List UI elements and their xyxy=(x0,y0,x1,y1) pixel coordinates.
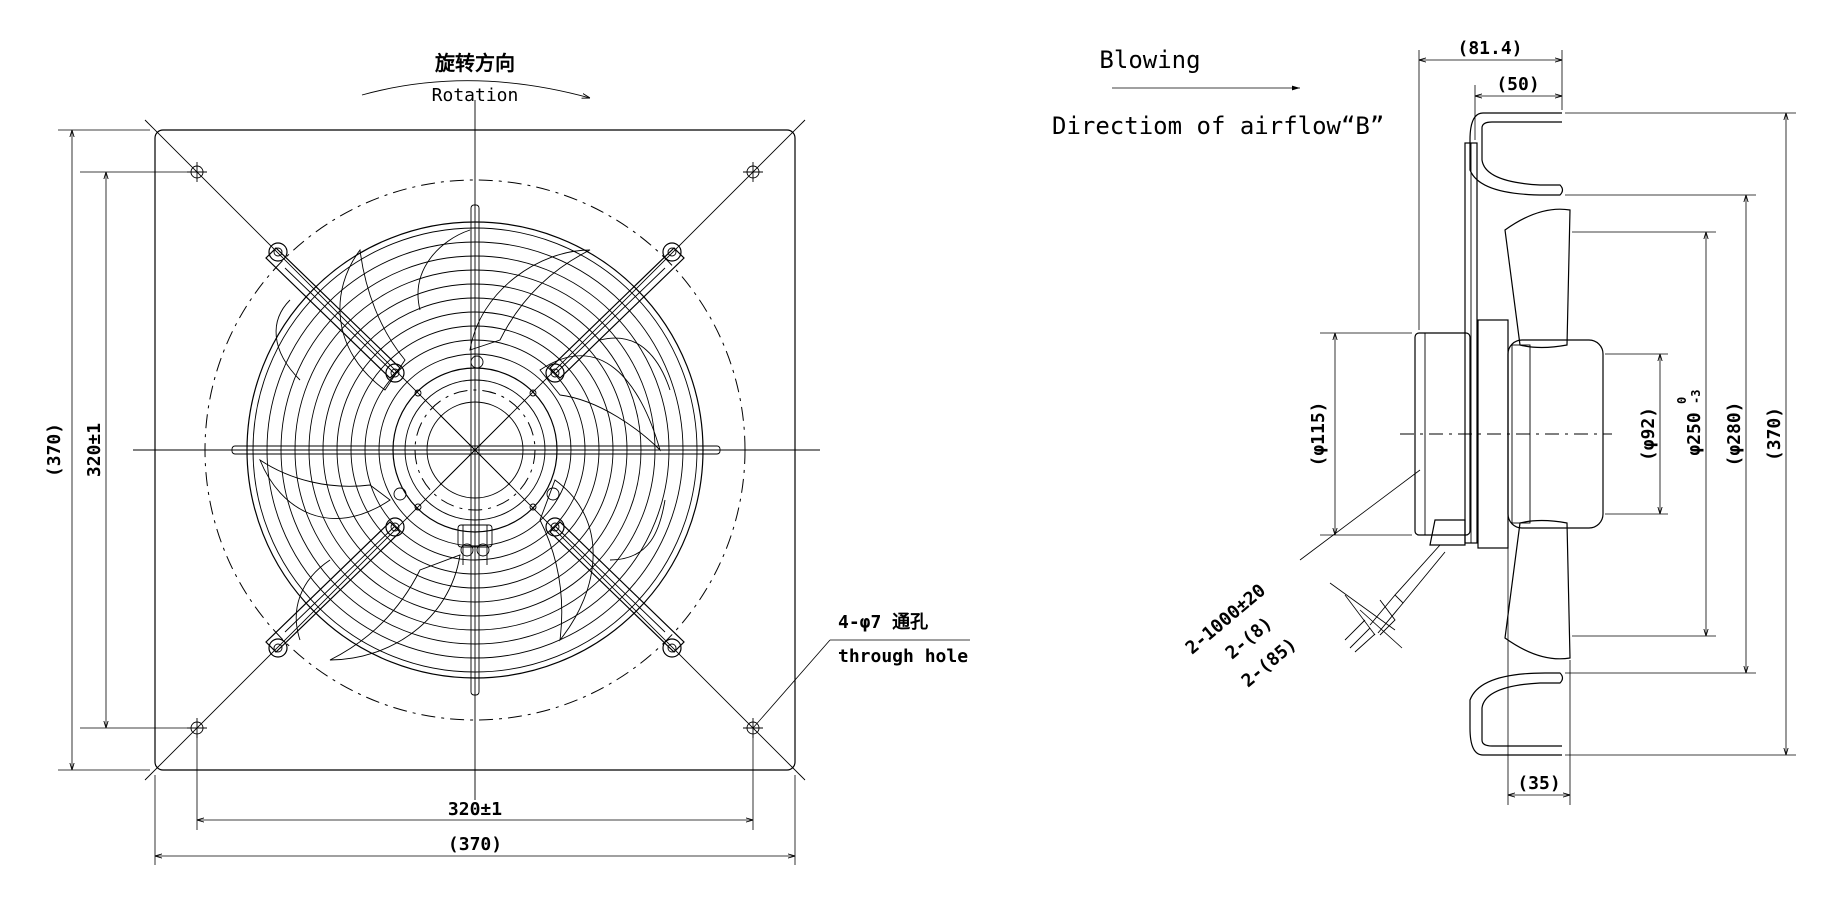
dim-370: (370) xyxy=(1764,407,1785,461)
motor-body xyxy=(1414,332,1471,536)
dim-depth-motor: (50) xyxy=(1496,74,1539,95)
blowing-label: Blowing xyxy=(1099,46,1200,74)
dim-outer-width: (370) xyxy=(448,834,502,855)
hole-note-1: 4-φ7 通孔 xyxy=(838,612,928,633)
guard-top xyxy=(1469,112,1564,196)
guard-bottom xyxy=(1469,672,1564,756)
hole-leader xyxy=(752,639,831,729)
rotation-label-cn: 旋转方向 xyxy=(434,51,515,75)
fan-blades xyxy=(259,229,671,661)
blade-top xyxy=(1504,208,1571,349)
bolt-circle xyxy=(204,179,746,721)
dim-d250-tol-upper: 0 xyxy=(1675,397,1689,404)
dim-35: (35) xyxy=(1517,773,1560,794)
blade-bottom xyxy=(1504,519,1571,660)
rotation-label-en: Rotation xyxy=(432,85,519,106)
dim-hole-width: 320±1 xyxy=(448,799,502,820)
cable xyxy=(1344,519,1466,653)
motor-hub xyxy=(392,355,560,565)
dim-hole-height: 320±1 xyxy=(84,423,105,477)
dim-depth-total: (81.4) xyxy=(1457,38,1522,59)
dim-d250: φ250 xyxy=(1684,412,1705,455)
arm-bolts xyxy=(268,242,682,658)
front-view: 旋转方向 Rotation 320±1 (370) 320±1 (370) 4-… xyxy=(44,51,970,865)
dim-d280: (φ280) xyxy=(1724,401,1745,466)
side-view: Blowing Directiom of airflow“B” xyxy=(1052,38,1796,805)
rotation-arrow xyxy=(361,80,590,98)
dim-d92: (φ92) xyxy=(1638,407,1659,461)
dim-d250-tol-lower: -3 xyxy=(1689,390,1703,404)
dim-outer-height: (370) xyxy=(44,423,65,477)
airflow-label: Directiom of airflow“B” xyxy=(1052,112,1384,140)
dim-d115: (φ115) xyxy=(1308,401,1329,466)
hole-note-2: through hole xyxy=(838,646,968,667)
corner-holes xyxy=(187,162,763,738)
fan-guard xyxy=(231,204,721,696)
